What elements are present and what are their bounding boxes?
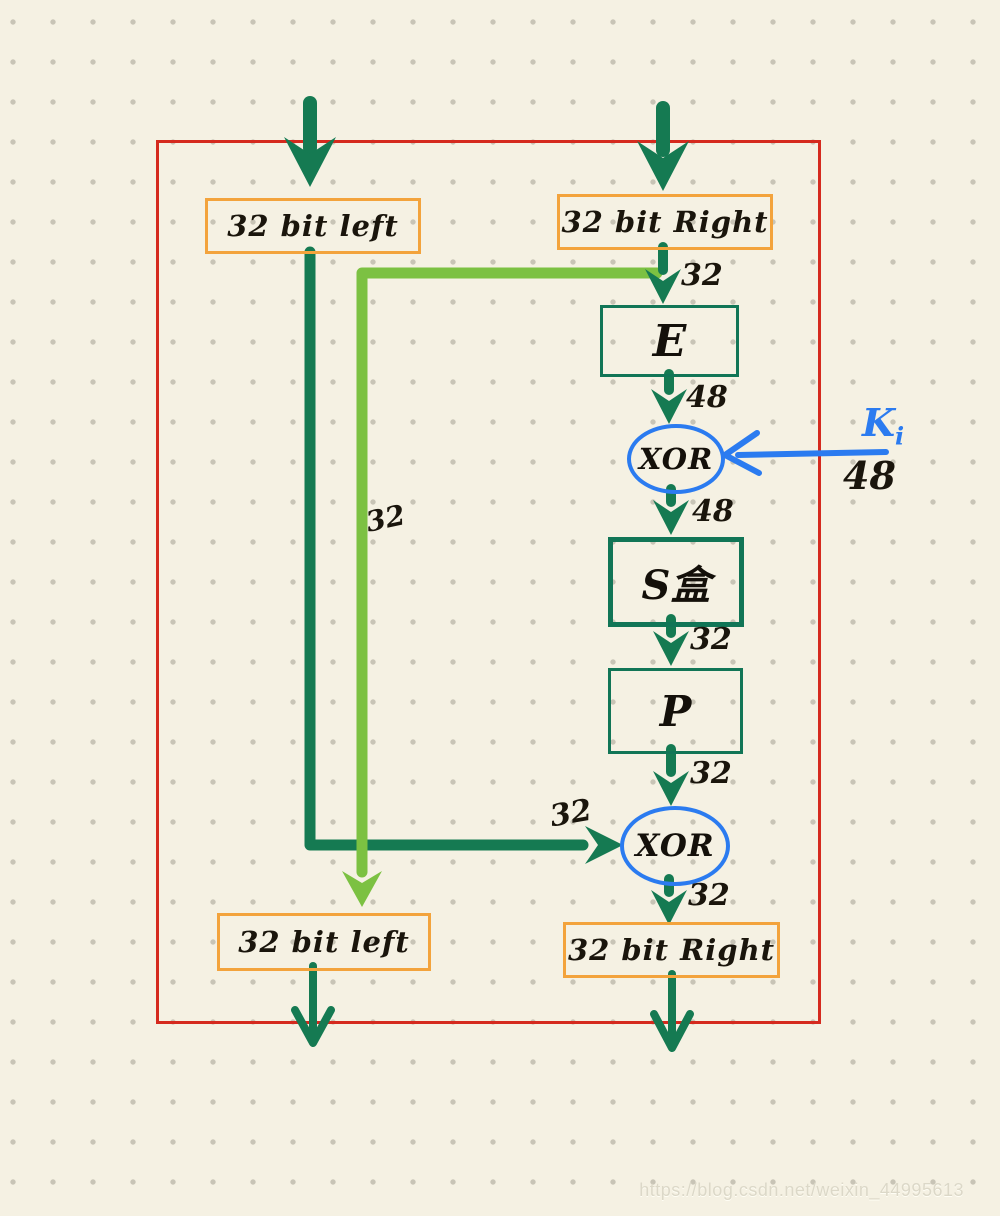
xor2-in-bits-label: 32 — [547, 792, 595, 835]
pbox-label: P — [659, 686, 692, 736]
right-feedforward-arrow — [342, 267, 663, 907]
round-key-label: Ki — [862, 400, 905, 451]
top-left-register-label: 32 bit left — [227, 209, 399, 243]
left-feedforward-arrow — [304, 246, 623, 864]
sbox-out-bits-label: 32 — [690, 622, 732, 657]
watermark-text: https://blog.csdn.net/weixin_44995613 — [639, 1180, 964, 1200]
sbox-label: S盒 — [641, 562, 711, 609]
xor1-label: XOR — [638, 442, 714, 476]
right-in-bits-label: 32 — [681, 258, 723, 293]
pbox-node: P — [608, 668, 743, 754]
e-to-xor1-arrow — [651, 369, 687, 424]
left-output-arrow — [291, 962, 335, 1047]
key-bits-label: 48 — [843, 453, 896, 498]
outer-red-frame — [156, 140, 821, 1024]
xor2-node: XOR — [620, 806, 730, 886]
pbox-to-xor2-arrow — [653, 744, 689, 806]
xor2-out-bits-label: 32 — [688, 878, 730, 913]
right-output-arrow — [650, 970, 694, 1052]
bottom-right-register-box: 32 bit Right — [563, 922, 780, 978]
xor1-to-sbox-arrow — [653, 484, 689, 535]
top-right-register-box: 32 bit Right — [557, 194, 773, 250]
xor2-label: XOR — [635, 828, 715, 864]
xor1-node: XOR — [627, 424, 725, 494]
round-key-arrow — [722, 430, 889, 476]
xor2-to-right-box-arrow — [651, 874, 687, 925]
pbox-out-bits-label: 32 — [690, 756, 732, 791]
bottom-right-register-label: 32 bit Right — [567, 933, 776, 967]
top-left-register-box: 32 bit left — [205, 198, 421, 254]
expansion-label: E — [652, 315, 687, 367]
right-box-to-e-arrow — [645, 242, 681, 304]
top-right-register-label: 32 bit Right — [561, 205, 769, 239]
expansion-box: E — [600, 305, 739, 377]
xor1-out-bits-label: 48 — [692, 494, 734, 529]
e-out-bits-label: 48 — [686, 380, 728, 415]
bottom-left-register-label: 32 bit left — [238, 925, 410, 959]
sbox-node: S盒 — [608, 537, 744, 627]
bottom-left-register-box: 32 bit left — [217, 913, 431, 971]
entry-arrow-right — [637, 101, 689, 191]
entry-arrow-left — [284, 96, 336, 187]
